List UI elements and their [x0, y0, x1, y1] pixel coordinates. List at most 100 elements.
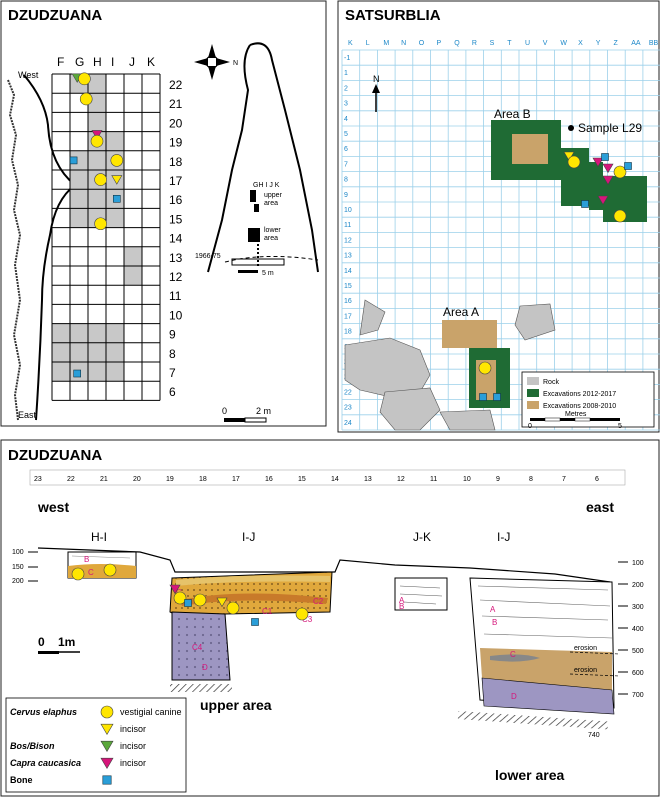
row-label: 9 [344, 192, 348, 199]
row-label: 22 [169, 78, 183, 92]
column-label: K [348, 40, 353, 47]
column-label: K [147, 55, 155, 69]
canine-marker [613, 165, 627, 179]
column-label: H [93, 55, 102, 69]
bone-marker [251, 618, 259, 626]
row-label: 11 [344, 222, 351, 229]
dripline [23, 74, 77, 421]
bone-marker [113, 195, 121, 203]
column-label: Z [614, 40, 619, 47]
row-label: 17 [169, 174, 183, 188]
row-label: 12 [344, 237, 352, 244]
excavated-cell [70, 150, 88, 170]
north-arrow-icon: N [372, 74, 380, 112]
profile-lower-area: A B C D erosion erosion [457, 577, 621, 730]
bone-marker [479, 393, 487, 401]
section-number: 16 [265, 476, 273, 483]
column-label: M [383, 40, 389, 47]
row-label: 24 [344, 420, 352, 427]
section-number: 8 [529, 476, 533, 483]
incisor-marker [602, 175, 614, 186]
excavated-cell [70, 189, 88, 209]
canine-marker [94, 217, 107, 231]
column-label: S [490, 40, 495, 47]
section-number: 12 [397, 476, 405, 483]
bone-marker [601, 153, 609, 161]
incisor-marker [602, 163, 614, 174]
bone-marker [69, 156, 78, 165]
legend-text: vestigial canine [120, 707, 182, 717]
upper-area-label: upper area [200, 697, 272, 713]
row-label: 15 [169, 212, 183, 226]
legend-text: incisor [120, 758, 146, 768]
row-label: 22 [344, 389, 352, 396]
area-b-label: Area B [494, 107, 531, 121]
column-label: R [472, 40, 477, 47]
svg-text:area: area [264, 200, 278, 207]
canine-marker [613, 209, 627, 223]
column-label: N [401, 40, 406, 47]
row-label: 15 [344, 283, 352, 290]
incisor-marker [111, 175, 123, 185]
depth-label: 100 [632, 560, 644, 567]
svg-text:200: 200 [12, 578, 24, 585]
excavated-cell [106, 362, 124, 382]
column-label: X [578, 40, 583, 47]
canine-marker [103, 563, 117, 577]
row-label: 14 [169, 232, 183, 246]
svg-text:100: 100 [12, 549, 24, 556]
section-number: 20 [133, 476, 141, 483]
section-number: 23 [34, 476, 42, 483]
section-number: 15 [298, 476, 306, 483]
excavated-cell [88, 342, 106, 362]
section-number: 18 [199, 476, 207, 483]
row-label: 4 [344, 116, 348, 123]
svg-text:5 m: 5 m [262, 270, 274, 277]
section-number: 17 [232, 476, 240, 483]
section-number: 21 [100, 476, 108, 483]
canine-marker [295, 607, 309, 621]
column-label: AA [631, 40, 641, 47]
svg-text:2 m: 2 m [256, 406, 271, 416]
excavated-cell [88, 323, 106, 343]
column-label: T [507, 40, 512, 47]
plan-scale-bar: 0 2 m [222, 406, 271, 423]
west-direction: west [37, 499, 69, 515]
svg-text:N: N [233, 60, 238, 67]
incisor-marker [100, 757, 114, 769]
excavated-cell [70, 208, 88, 228]
row-label: 7 [169, 366, 176, 380]
canine-marker [110, 154, 124, 167]
svg-text:C3: C3 [302, 615, 313, 624]
sample-point [568, 125, 574, 131]
column-label: J [129, 55, 135, 69]
svg-text:area: area [264, 235, 278, 242]
svg-text:150: 150 [12, 564, 24, 571]
section-number: 9 [496, 476, 500, 483]
cave-wall-line [7, 79, 22, 421]
svg-text:erosion: erosion [574, 645, 597, 652]
excavated-cell [106, 342, 124, 362]
svg-text:0: 0 [222, 406, 227, 416]
incisor-marker [597, 195, 609, 206]
incisor-marker [91, 130, 103, 140]
section-number: 13 [364, 476, 372, 483]
excavated-cell [88, 189, 106, 209]
svg-text:0: 0 [528, 423, 532, 430]
row-label: 2 [344, 85, 348, 92]
svg-text:B: B [492, 618, 497, 627]
row-label: 3 [344, 101, 348, 108]
column-label: L [366, 40, 370, 47]
incisor-marker [216, 597, 228, 608]
incisor-marker [100, 723, 114, 735]
legend-taxon: Bos/Bison [10, 741, 55, 751]
row-label: 10 [344, 207, 352, 214]
bone-marker [624, 162, 632, 170]
lower-area-label: lower area [495, 767, 564, 783]
row-label: 5 [344, 131, 348, 138]
row-label: 21 [169, 97, 183, 111]
rock-outcrops [344, 299, 556, 431]
